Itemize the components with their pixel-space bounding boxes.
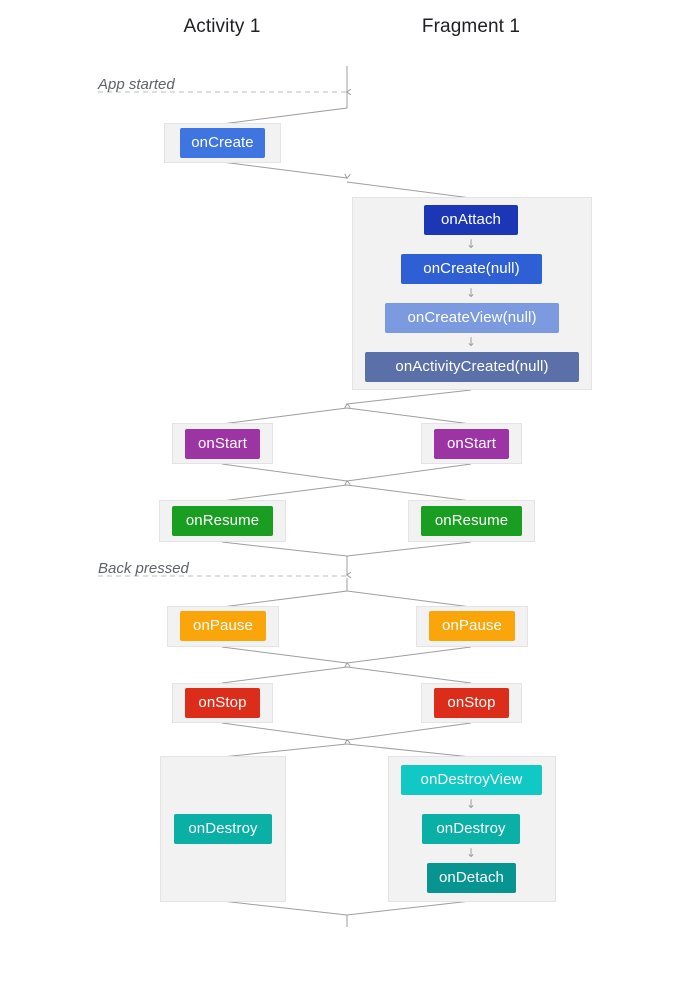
chip-activity-onpause[interactable]: onPause	[180, 611, 266, 641]
chip-activity-onstart[interactable]: onStart	[185, 429, 260, 459]
chip-fragment-ondestroy[interactable]: onDestroy	[422, 814, 520, 844]
wire-center-to-onpause	[221, 578, 472, 608]
arrow-destroyview-to-destroy: ↓	[465, 797, 477, 811]
wire-onpause-to-center	[221, 646, 472, 663]
chip-fragment-onactivitycreated[interactable]: onActivityCreated(null)	[365, 352, 579, 382]
wire-oncreate-to-center	[221, 161, 347, 178]
wire-app-start-to-oncreate	[221, 92, 348, 125]
chip-activity-onstop[interactable]: onStop	[185, 688, 260, 718]
wire-center-to-onresume	[221, 484, 472, 502]
column-title-activity: Activity 1	[183, 16, 261, 37]
chip-fragment-oncreate[interactable]: onCreate(null)	[401, 254, 542, 284]
wire-center-to-fragment-block	[346, 181, 472, 199]
chip-activity-ondestroy[interactable]: onDestroy	[174, 814, 272, 844]
arrow-destroy-to-detach: ↓	[465, 846, 477, 860]
event-label-back-pressed: Back pressed	[98, 560, 189, 577]
wire-destroy-to-center	[221, 900, 472, 916]
chip-fragment-onattach[interactable]: onAttach	[424, 205, 518, 235]
event-label-app-started: App started	[98, 76, 175, 93]
wire-onstop-to-center	[221, 722, 472, 740]
chip-fragment-onresume[interactable]: onResume	[421, 506, 522, 536]
chip-activity-oncreate[interactable]: onCreate	[180, 128, 265, 158]
chip-activity-onresume[interactable]: onResume	[172, 506, 273, 536]
arrow-create-to-createview: ↓	[465, 286, 477, 300]
wire-center-to-onstart	[221, 407, 472, 425]
chip-fragment-onstop[interactable]: onStop	[434, 688, 509, 718]
chip-fragment-ondetach[interactable]: onDetach	[427, 863, 516, 893]
chip-fragment-ondestroyview[interactable]: onDestroyView	[401, 765, 542, 795]
wire-center-to-onstop	[221, 666, 472, 684]
wire-onresume-to-center	[221, 541, 472, 557]
chip-fragment-oncreateview[interactable]: onCreateView(null)	[385, 303, 559, 333]
chip-fragment-onpause[interactable]: onPause	[429, 611, 515, 641]
wire-onstart-to-center	[221, 463, 472, 481]
chip-fragment-onstart[interactable]: onStart	[434, 429, 509, 459]
wire-fragblock-to-center	[347, 389, 472, 404]
arrow-attach-to-create: ↓	[465, 237, 477, 251]
column-title-fragment: Fragment 1	[421, 16, 521, 37]
arrow-createview-to-activitycreated: ↓	[465, 335, 477, 349]
